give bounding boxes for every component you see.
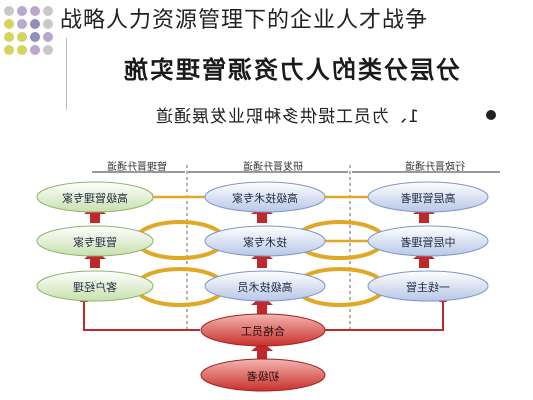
node-label: 高级技术专家 (232, 192, 298, 205)
node-label: 一线主管 (406, 281, 450, 294)
node-qualified (200, 313, 326, 347)
node-left-mid (36, 225, 154, 257)
node-mid-bot (204, 270, 326, 302)
page-title: 战略人力资源管理下的企业人才战争 (60, 8, 429, 33)
node-label: 中层管理者 (400, 236, 456, 249)
bullet-icon (486, 110, 496, 120)
node-entry (200, 358, 326, 392)
node-right-bot (367, 270, 489, 302)
node-mid-mid (204, 225, 326, 257)
node-mid-top (204, 181, 326, 213)
return-line-left (83, 300, 200, 331)
node-right-top (367, 181, 489, 213)
node-left-bot (36, 270, 154, 302)
return-line-right (322, 300, 444, 331)
channel-label-right: 行政晋升通道 (405, 162, 465, 173)
node-right-mid (367, 225, 489, 257)
channel-label-middle: 研发晋升通道 (243, 162, 303, 173)
node-label: 技术专家 (243, 236, 287, 249)
decorative-dots (4, 6, 66, 68)
node-label: 高级管理专家 (62, 192, 128, 205)
node-label: 客户经理 (73, 281, 117, 294)
node-label: 管理专家 (73, 236, 117, 249)
node-left-top (36, 181, 154, 213)
up-arrow (251, 342, 273, 360)
node-label: 高级技术员 (237, 281, 293, 294)
node-label: 合格员工 (241, 325, 285, 338)
divider (66, 38, 67, 110)
channel-label-left: 管理晋升通道 (107, 162, 167, 173)
node-label: 高层管理者 (400, 192, 456, 205)
node-label: 初级者 (246, 370, 280, 383)
